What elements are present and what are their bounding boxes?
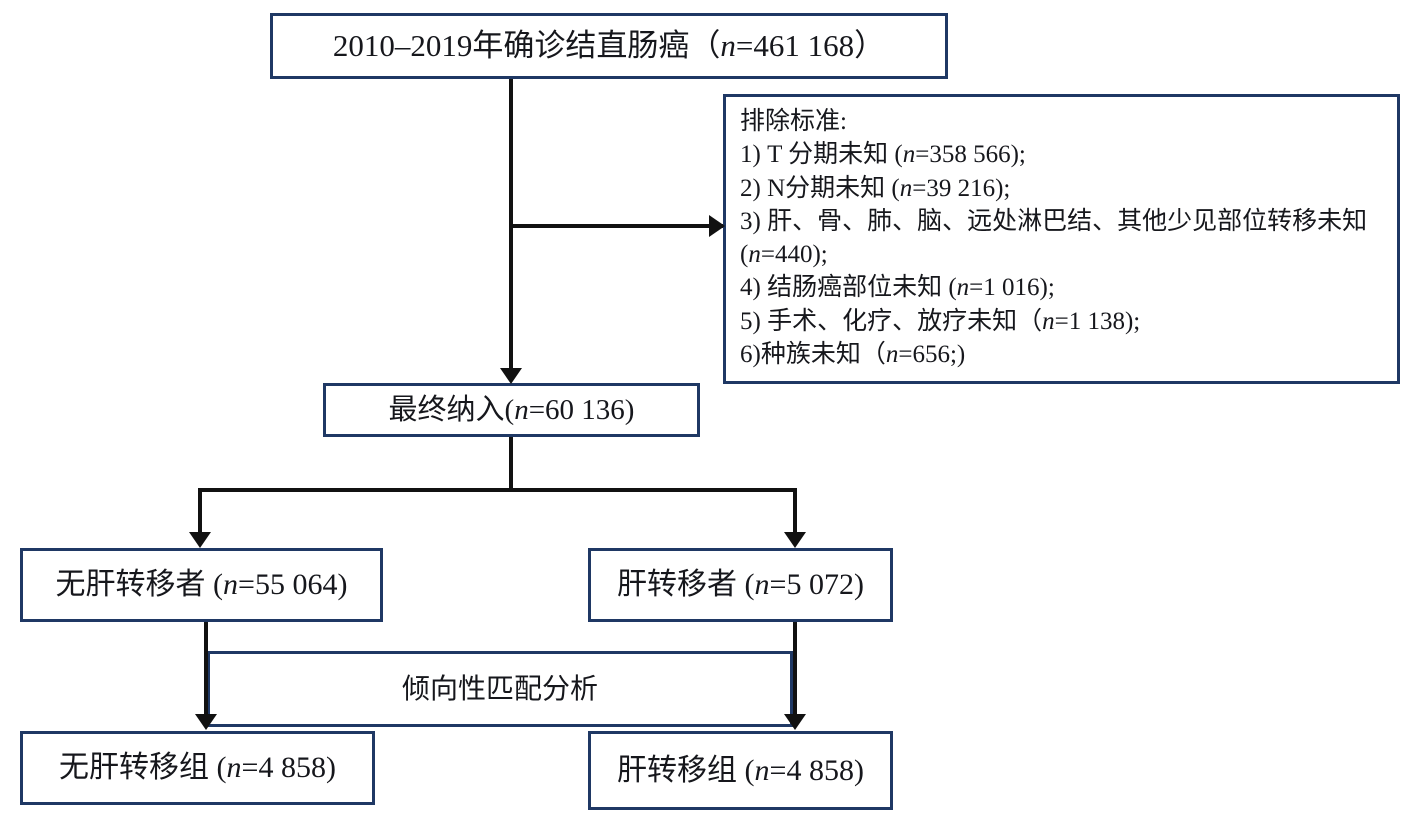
connector-split-horizontal (198, 488, 797, 492)
node-no-liver-metastasis-label: 无肝转移者 (n=55 064) (55, 568, 348, 602)
sample-size-variable: n (754, 753, 770, 787)
connector-included-down (509, 437, 513, 490)
sample-size-variable: n (223, 568, 239, 602)
node-matched-liver-metastasis-group-label: 肝转移组 (n=4 858) (617, 753, 864, 787)
node-diagnosed-crc: 2010–2019年确诊结直肠癌（n=461 168） (270, 13, 948, 79)
node-liver-metastasis-label: 肝转移者 (n=5 072) (617, 568, 864, 602)
arrowhead-into-no-liver-met-box (189, 532, 211, 548)
connector-no-liver-met-to-matched (204, 621, 208, 717)
sample-size-variable: n (748, 241, 761, 268)
sample-size-variable: n (226, 751, 242, 785)
node-matched-no-liver-metastasis-group: 无肝转移组 (n=4 858) (20, 731, 375, 805)
arrowhead-into-included-box (500, 368, 522, 384)
node-final-included: 最终纳入(n=60 136) (323, 383, 700, 437)
node-final-included-label: 最终纳入(n=60 136) (388, 393, 635, 426)
node-propensity-score-matching-label: 倾向性匹配分析 (401, 673, 598, 705)
arrowhead-into-matched-no-liver-met-box (195, 714, 217, 730)
sample-size-variable: n (885, 340, 899, 368)
sample-size-variable: n (899, 174, 913, 202)
connector-trunk-to-exclusion (509, 224, 725, 228)
connector-split-right-down (793, 488, 797, 535)
node-diagnosed-crc-label: 2010–2019年确诊结直肠癌（n=461 168） (332, 27, 886, 63)
sample-size-variable: n (1042, 307, 1055, 335)
sample-size-variable: n (754, 568, 770, 602)
node-exclusion-criteria: 排除标准: 1) T 分期未知 (n=358 566); 2) N分期未知 (n… (723, 94, 1400, 384)
sample-size-variable: n (720, 27, 736, 63)
node-propensity-score-matching: 倾向性匹配分析 (207, 651, 793, 727)
node-liver-metastasis: 肝转移者 (n=5 072) (588, 548, 893, 622)
connector-split-left-down (198, 488, 202, 535)
arrowhead-into-matched-liver-met-box (784, 714, 806, 730)
sample-size-variable: n (902, 141, 916, 169)
arrowhead-into-exclusion-box (709, 215, 725, 237)
node-exclusion-criteria-label: 排除标准: 1) T 分期未知 (n=358 566); 2) N分期未知 (n… (740, 108, 1368, 368)
node-matched-no-liver-metastasis-group-label: 无肝转移组 (n=4 858) (59, 751, 336, 785)
arrowhead-into-liver-met-box (784, 532, 806, 548)
node-matched-liver-metastasis-group: 肝转移组 (n=4 858) (588, 731, 893, 810)
sample-size-variable: n (956, 274, 970, 302)
connector-liver-met-to-matched (793, 621, 797, 717)
node-no-liver-metastasis: 无肝转移者 (n=55 064) (20, 548, 383, 622)
sample-size-variable: n (514, 393, 529, 426)
